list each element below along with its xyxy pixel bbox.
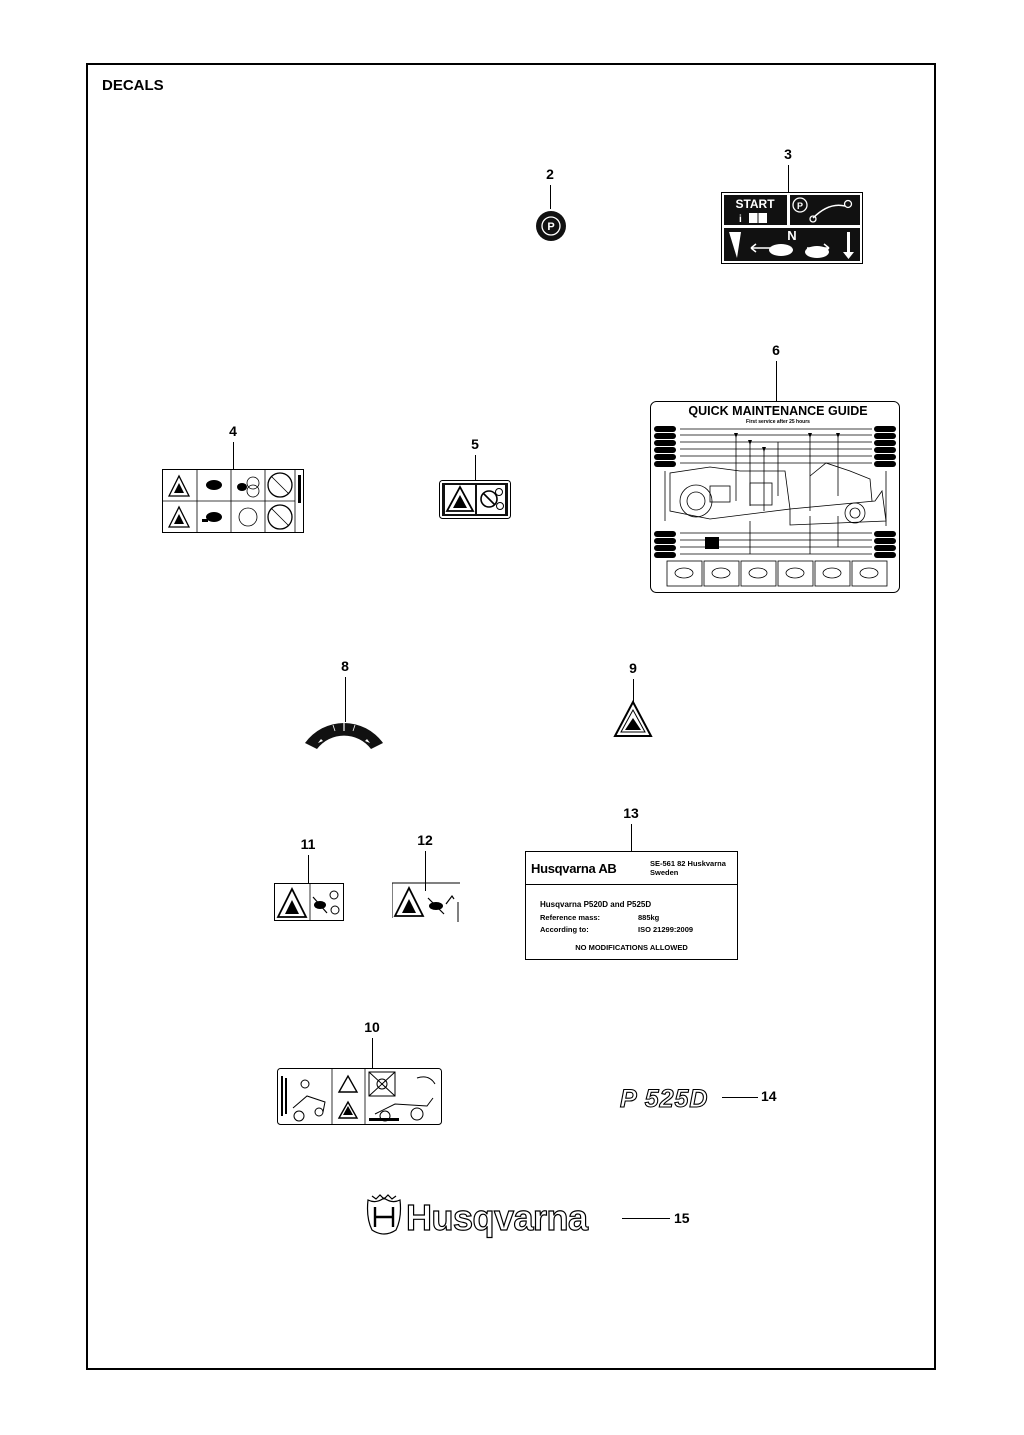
callout-11: 11	[300, 836, 316, 852]
callout-6: 6	[772, 342, 780, 358]
plate-footer: NO MODIFICATIONS ALLOWED	[575, 943, 688, 952]
crown-logo-icon	[366, 1194, 402, 1235]
callout-12: 12	[417, 832, 433, 848]
guide-heading: QUICK MAINTENANCE GUIDE	[688, 404, 867, 418]
callout-13: 13	[623, 805, 639, 821]
decal-10-rollover-warning	[277, 1068, 442, 1125]
callout-9: 9	[629, 660, 637, 676]
callout-4: 4	[229, 423, 237, 439]
plate-brand: Husqvarna AB	[531, 861, 617, 876]
leader-line-13	[631, 824, 632, 852]
leader-line-2	[550, 185, 551, 209]
plate-standard-label: According to:	[540, 925, 589, 934]
callout-8: 8	[341, 658, 349, 674]
callout-15: 15	[674, 1210, 690, 1226]
decal-3-start-neutral: START i P N	[721, 192, 863, 264]
leader-line-14	[722, 1097, 758, 1098]
plate-mass-value: 885kg	[638, 913, 660, 922]
decal-8-throttle-arc	[303, 719, 385, 749]
callout-10: 10	[364, 1019, 380, 1035]
plate-address: SE-561 82 Huskvarna Sweden	[650, 859, 726, 877]
decal-5-warning	[439, 480, 511, 519]
leader-line-12	[425, 851, 426, 891]
decal-15-husqvarna-logo: Husqvarna	[364, 1190, 624, 1240]
page-title: DECALS	[102, 77, 164, 94]
leader-line-5	[475, 455, 476, 497]
plate-mass-label: Reference mass:	[540, 913, 601, 922]
leader-line-4	[233, 442, 234, 492]
decal-12-warning	[392, 882, 462, 922]
callout-3: 3	[784, 146, 792, 162]
leader-line-15	[622, 1218, 670, 1219]
decal-6-quick-maintenance-guide: QUICK MAINTENANCE GUIDE First service af…	[650, 401, 900, 593]
callout-14: 14	[761, 1088, 777, 1104]
leader-line-10	[372, 1038, 373, 1072]
page-frame	[86, 63, 936, 1370]
decal-9-warning-triangle	[613, 700, 653, 738]
decal-11-warning	[274, 883, 344, 921]
callout-5: 5	[471, 436, 479, 452]
neutral-label: N	[787, 228, 796, 243]
park-symbol: P	[547, 221, 554, 233]
plate-address-line1: SE-561 82 Huskvarna	[650, 859, 726, 868]
leader-line-9	[633, 679, 634, 705]
start-label: START	[735, 197, 775, 211]
guide-subheading: First service after 25 hours	[746, 419, 810, 425]
logo-text: Husqvarna	[406, 1197, 589, 1238]
leader-line-6	[776, 361, 777, 416]
decal-2-park-button: P	[535, 210, 567, 242]
decal-14-model-badge: P 525D	[618, 1083, 728, 1113]
park-label: P	[797, 201, 803, 211]
plate-address-line2: Sweden	[650, 868, 679, 877]
decal-4-safety-symbols	[162, 469, 304, 533]
model-text: P 525D	[620, 1085, 708, 1113]
plate-divider	[526, 884, 737, 885]
plate-standard-value: ISO 21299:2009	[638, 925, 694, 934]
leader-line-11	[308, 855, 309, 885]
decal-13-identification-plate: Husqvarna AB SE-561 82 Huskvarna Sweden …	[525, 851, 738, 960]
leader-line-8	[345, 677, 346, 722]
leader-line-3	[788, 165, 789, 205]
callout-2: 2	[546, 166, 554, 182]
plate-model-line: Husqvarna P520D and P525D	[540, 900, 652, 909]
info-icon: i	[739, 214, 742, 225]
